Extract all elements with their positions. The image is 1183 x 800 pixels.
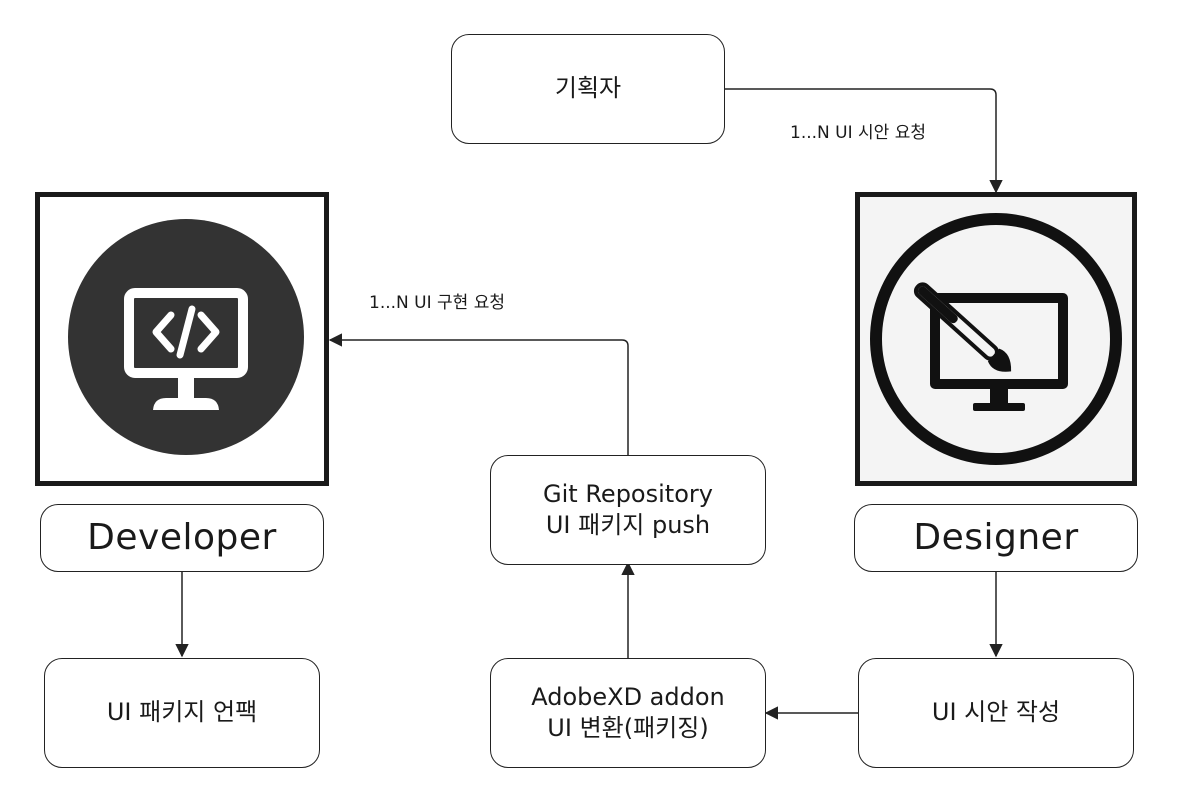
developer-label: Developer (87, 516, 277, 558)
edge-label-ui-draft-request: 1...N UI 시안 요청 (790, 123, 926, 143)
adobexd-addon-line1: AdobeXD addon (531, 682, 725, 711)
arrow-git-to-developer (328, 333, 629, 455)
git-repository-line1: Git Repository (543, 479, 713, 508)
developer-node[interactable]: Developer (40, 504, 324, 572)
git-repository-node[interactable]: Git Repository UI 패키지 push (490, 455, 766, 565)
adobexd-addon-node[interactable]: AdobeXD addon UI 변환(패키징) (490, 658, 766, 768)
designer-node[interactable]: Designer (854, 504, 1138, 572)
edge-label-ui-implement-request: 1...N UI 구현 요청 (369, 293, 505, 313)
git-repository-line2: UI 패키지 push (545, 511, 711, 539)
ui-draft-node[interactable]: UI 시안 작성 (858, 658, 1134, 768)
designer-label: Designer (913, 516, 1079, 558)
arrow-planner-to-designer (725, 88, 1003, 194)
ui-unpack-label: UI 패키지 언팩 (106, 698, 258, 727)
adobexd-addon-line2: UI 변환(패키징) (547, 714, 709, 742)
paintbrush-monitor-icon (870, 213, 1122, 465)
developer-icon-frame (35, 192, 329, 486)
ui-unpack-node[interactable]: UI 패키지 언팩 (44, 658, 320, 768)
ui-draft-label: UI 시안 작성 (931, 698, 1061, 727)
code-monitor-icon (68, 219, 304, 455)
planner-label: 기획자 (554, 74, 622, 103)
designer-icon-frame (855, 192, 1137, 486)
planner-node[interactable]: 기획자 (451, 34, 725, 144)
